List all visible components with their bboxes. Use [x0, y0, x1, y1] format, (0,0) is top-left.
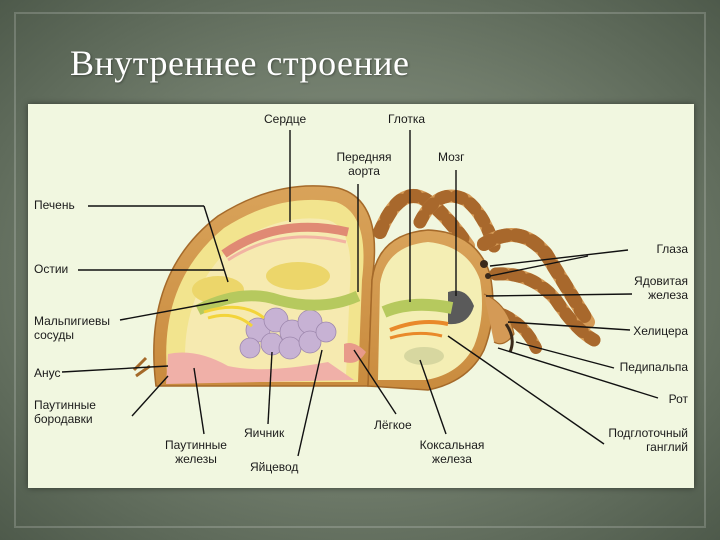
- slide-frame: [14, 12, 706, 528]
- label-silk-glands: Паутинные железы: [165, 438, 227, 466]
- label-mouth: Рот: [668, 392, 688, 406]
- label-malpighian-vessels: Мальпигиевы сосуды: [34, 314, 111, 342]
- label-anterior-aorta: Передняя аорта: [336, 150, 392, 178]
- leader-lines: [61, 130, 659, 457]
- ovary: [239, 307, 337, 360]
- spider-anatomy-diagram: Сердце Глотка Передняя аорта Мозг Печень…: [28, 104, 694, 488]
- abdomen: [132, 185, 376, 387]
- label-pharynx: Глотка: [388, 112, 426, 126]
- legs: [373, 189, 601, 354]
- label-anus: Анус: [34, 366, 61, 380]
- label-coxal-gland: Коксальная железа: [419, 438, 485, 466]
- spider-illustration: [61, 130, 659, 457]
- label-heart: Сердце: [264, 112, 307, 126]
- slide-title: Внутреннее строение: [70, 43, 410, 83]
- label-venom-gland: Ядовитая железа: [634, 274, 688, 302]
- label-ostia: Остии: [34, 262, 69, 276]
- label-lung: Лёгкое: [374, 418, 412, 432]
- label-ovary: Яичник: [244, 426, 285, 440]
- label-spinnerets: Паутинные бородавки: [34, 398, 96, 426]
- label-pedipalp: Педипальпа: [619, 360, 688, 374]
- label-eyes: Глаза: [656, 242, 688, 256]
- label-chelicera: Хелицера: [633, 324, 688, 338]
- label-brain: Мозг: [438, 150, 465, 164]
- label-oviduct: Яйцевод: [250, 460, 299, 474]
- label-subpharyngeal-ganglion: Подглоточный ганглий: [608, 426, 688, 454]
- label-liver: Печень: [34, 198, 75, 212]
